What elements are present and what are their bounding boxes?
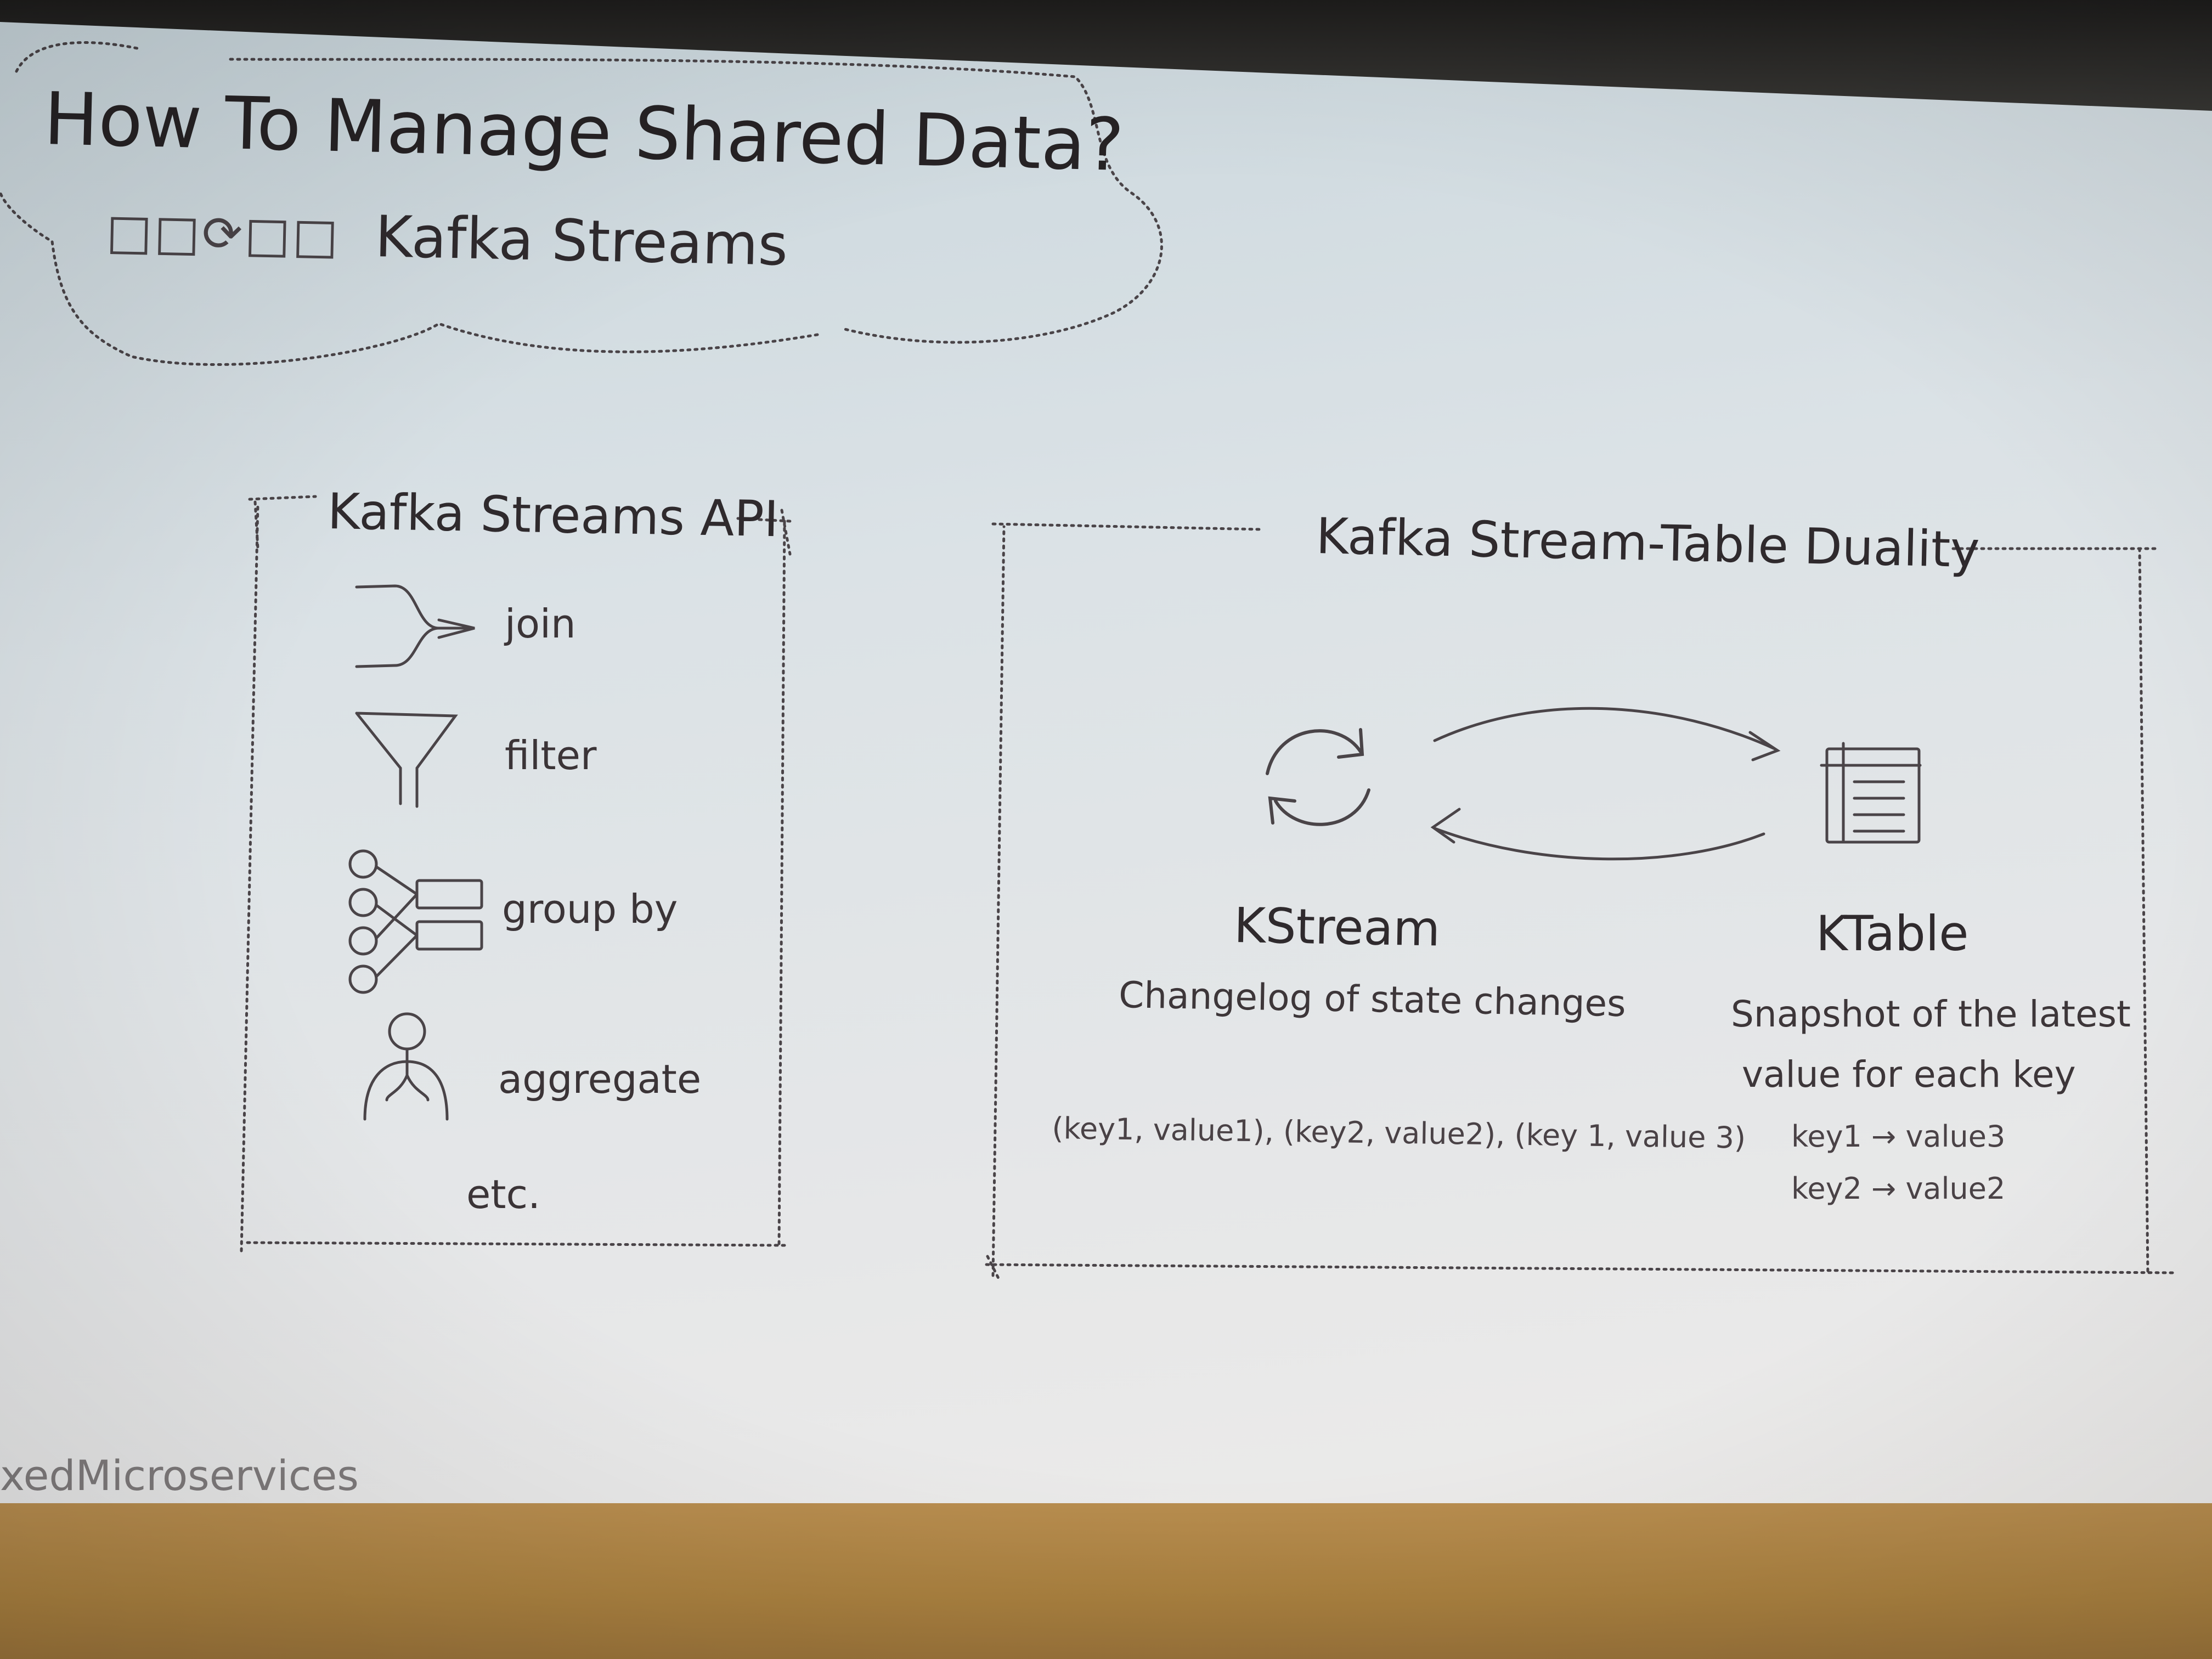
room-floor bbox=[0, 1503, 2212, 1659]
kstream-name: KStream bbox=[1233, 897, 1441, 957]
op-join-label: join bbox=[505, 601, 576, 647]
slide-subtitle: Kafka Streams bbox=[374, 203, 789, 279]
op-group-by-label: group by bbox=[502, 886, 678, 932]
ktable-name: KTable bbox=[1816, 905, 1969, 962]
api-box-title: Kafka Streams API bbox=[327, 483, 779, 549]
join-arrow-icon bbox=[355, 584, 475, 668]
op-aggregate-label: aggregate bbox=[498, 1056, 702, 1102]
op-filter-label: filter bbox=[505, 732, 597, 778]
aggregate-icon bbox=[363, 1012, 449, 1121]
kafka-logo-icon: □□⟳□□ bbox=[105, 203, 341, 264]
ktable-mapping-2: key2 → value2 bbox=[1791, 1171, 2006, 1206]
title-cloud-outline bbox=[0, 41, 1163, 366]
ktable-description-line2: value for each key bbox=[1742, 1053, 2076, 1096]
duality-arrows bbox=[1430, 707, 1781, 861]
ktable-mapping-1: key1 → value3 bbox=[1791, 1119, 2006, 1154]
refresh-cycle-icon bbox=[1266, 728, 1370, 826]
op-etc-label: etc. bbox=[466, 1171, 540, 1217]
footer-hashtag: xedMicroservices bbox=[0, 1451, 359, 1500]
kstream-description: Changelog of state changes bbox=[1118, 974, 1627, 1025]
ktable-description-line1: Snapshot of the latest bbox=[1731, 993, 2131, 1035]
group-by-icon bbox=[348, 849, 483, 994]
table-icon bbox=[1820, 742, 1922, 844]
funnel-icon bbox=[355, 712, 458, 808]
duality-box-outline bbox=[980, 522, 2174, 1277]
